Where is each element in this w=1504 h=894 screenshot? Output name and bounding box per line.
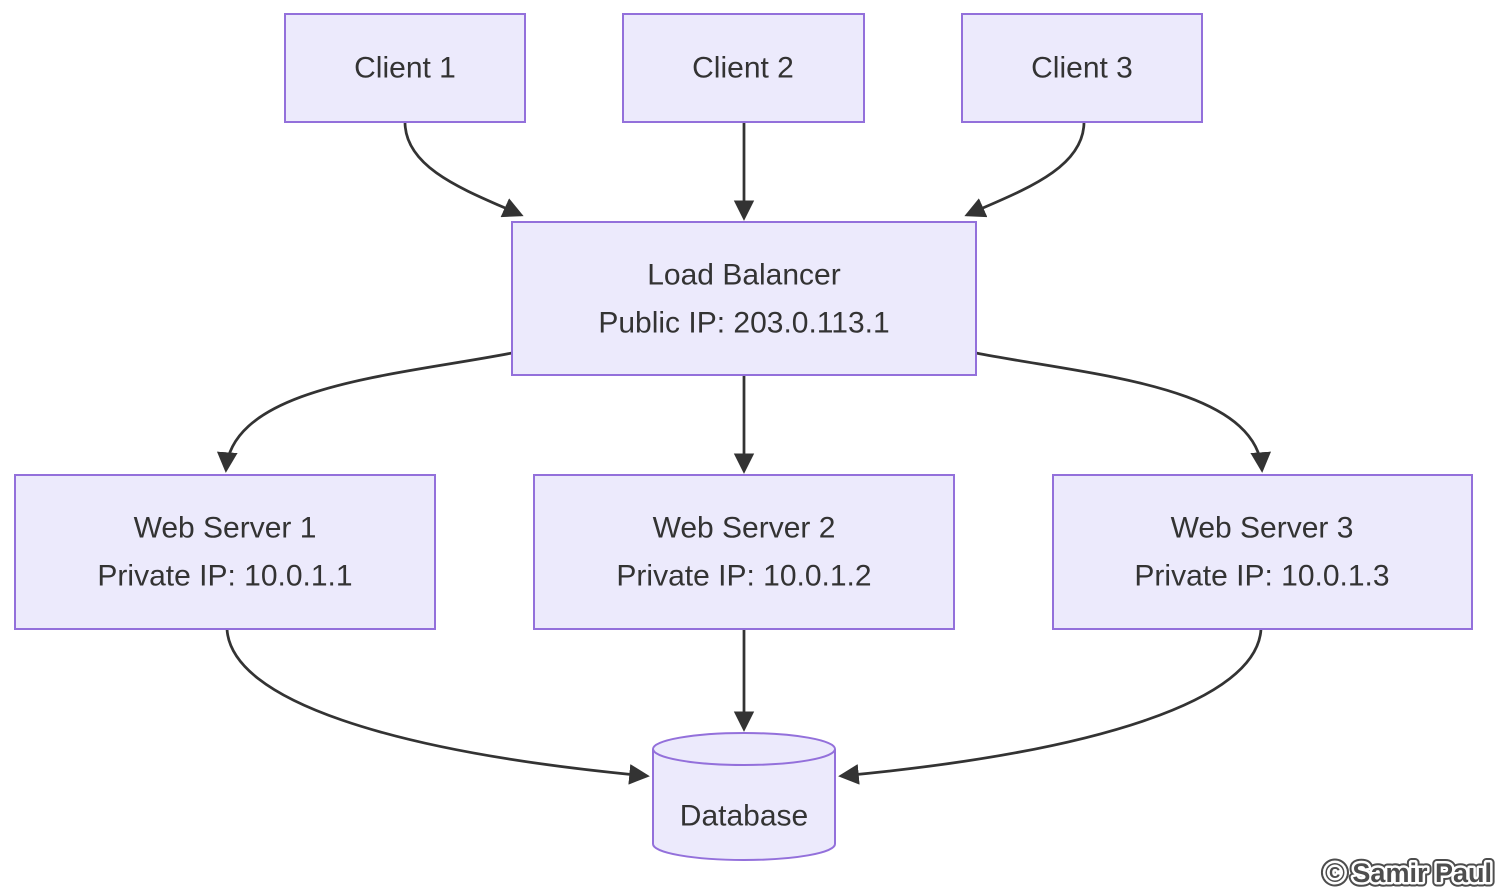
watermark: © Samir Paul © Samir Paul xyxy=(1321,854,1497,893)
watermark-label: © Samir Paul xyxy=(1325,858,1492,888)
web-server-1-box xyxy=(14,474,436,630)
web-server-3-label: Web Server 3 xyxy=(1171,512,1354,545)
edge-layer xyxy=(216,121,1272,785)
web-server-1-label: Web Server 1 xyxy=(134,512,317,545)
web-server-2-box xyxy=(533,474,955,630)
client-2-box xyxy=(622,13,865,123)
web-server-3-box xyxy=(1052,474,1473,630)
load-balancer-box xyxy=(511,221,977,376)
edge-load-balancer-web-server1 xyxy=(216,351,513,473)
node-web-server-3: Web Server 3 Private IP: 10.0.1.3 xyxy=(1052,474,1473,630)
client-2-label: Client 2 xyxy=(692,52,794,85)
client-3-label: Client 3 xyxy=(1031,52,1133,85)
node-database: Database xyxy=(652,732,836,861)
client-1-label: Client 1 xyxy=(354,52,456,85)
edge-load-balancer-web-server3 xyxy=(975,351,1272,473)
database-cylinder-body xyxy=(652,749,836,861)
client-1-box xyxy=(284,13,526,123)
load-balancer-ip: Public IP: 203.0.113.1 xyxy=(598,307,889,340)
web-server-1-ip: Private IP: 10.0.1.1 xyxy=(97,560,352,593)
database-label: Database xyxy=(680,800,808,833)
node-web-server-1: Web Server 1 Private IP: 10.0.1.1 xyxy=(14,474,436,630)
node-web-server-2: Web Server 2 Private IP: 10.0.1.2 xyxy=(533,474,955,630)
edge-client3-load-balancer xyxy=(964,121,1086,218)
client-3-box xyxy=(961,13,1203,123)
edge-client1-load-balancer xyxy=(403,121,524,218)
node-client-3: Client 3 xyxy=(961,13,1203,123)
web-server-2-ip: Private IP: 10.0.1.2 xyxy=(616,560,871,593)
web-server-3-ip: Private IP: 10.0.1.3 xyxy=(1134,560,1389,593)
watermark-outline: © Samir Paul xyxy=(1325,858,1492,888)
load-balancer-label: Load Balancer xyxy=(647,259,840,292)
node-client-2: Client 2 xyxy=(622,13,865,123)
web-server-2-label: Web Server 2 xyxy=(653,512,836,545)
edge-web-server1-database xyxy=(225,628,650,785)
node-client-1: Client 1 xyxy=(284,13,526,123)
node-load-balancer: Load Balancer Public IP: 203.0.113.1 xyxy=(511,221,977,376)
edge-web-server3-database xyxy=(838,628,1263,785)
database-cylinder-top xyxy=(652,732,836,766)
